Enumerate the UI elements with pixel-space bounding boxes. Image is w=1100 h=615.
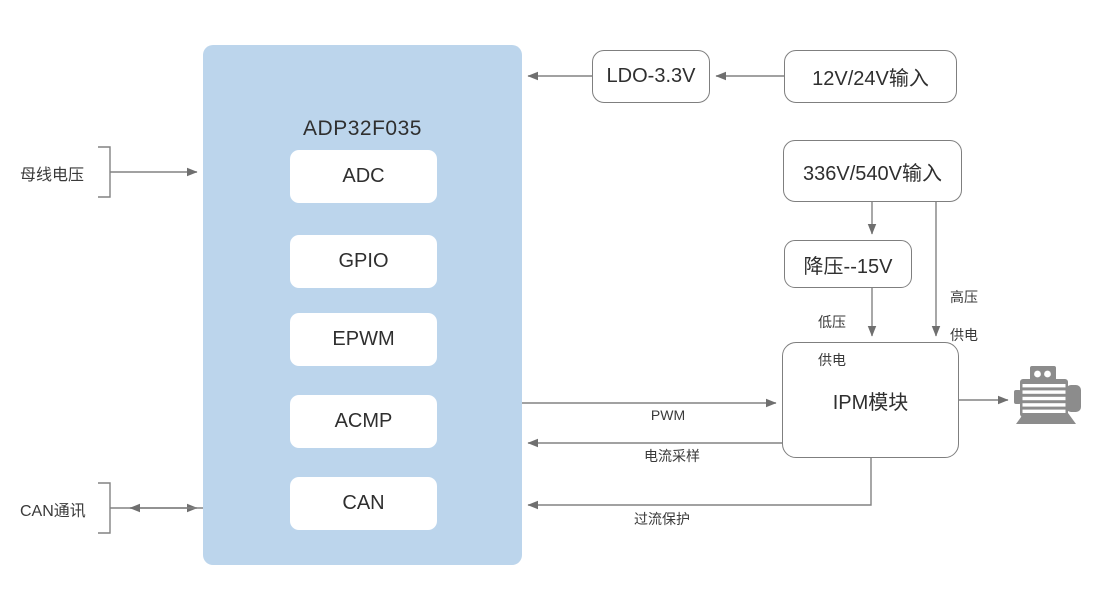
peripheral-box-gpio: GPIO [290,235,437,288]
can-comm-label: CAN通讯 [20,503,86,520]
low-voltage-input-box: 12V/24V输入 [784,50,957,103]
peripheral-label: ADC [342,165,385,187]
pwm-label: PWM [650,407,686,423]
can-bracket [98,482,111,534]
peripheral-label: CAN [342,492,385,514]
peripheral-box-acmp: ACMP [290,395,437,448]
mcu-title: ADP32F035 [303,117,422,140]
buck-converter-label: 降压--15V [803,255,893,278]
ldo-label: LDO-3.3V [606,65,696,87]
high-voltage-supply-line2: 供电 [950,327,978,343]
high-voltage-supply-label: 高压 供电 [950,269,978,364]
high-voltage-input-box: 336V/540V输入 [783,140,962,202]
overcurrent-protection-label: 过流保护 [634,511,690,527]
peripheral-box-adc: ADC [290,150,437,203]
high-voltage-supply-line1: 高压 [950,289,978,305]
peripheral-box-can: CAN [290,477,437,530]
motor-icon [1014,366,1081,424]
low-voltage-supply-line1: 低压 [818,314,846,330]
peripheral-label: EPWM [332,328,395,350]
low-voltage-input-label: 12V/24V输入 [812,68,929,90]
ipm-module-label: IPM模块 [832,391,909,414]
peripheral-label: GPIO [338,250,389,272]
current-sampling-label: 电流采样 [644,448,700,464]
peripheral-box-epwm: EPWM [290,313,437,366]
low-voltage-supply-label: 低压 供电 [818,294,846,389]
peripheral-label: ACMP [334,410,393,432]
ipm-module-box: IPM模块 [782,342,959,458]
bus-voltage-label: 母线电压 [20,167,85,184]
ldo-box: LDO-3.3V [592,50,710,103]
high-voltage-input-label: 336V/540V输入 [803,162,942,185]
mcu-block: ADP32F035 ADC GPIO EPWM ACMP CAN [203,45,522,565]
buck-converter-box: 降压--15V [784,240,912,288]
bus-voltage-bracket [98,146,111,198]
low-voltage-supply-line2: 供电 [818,352,846,368]
